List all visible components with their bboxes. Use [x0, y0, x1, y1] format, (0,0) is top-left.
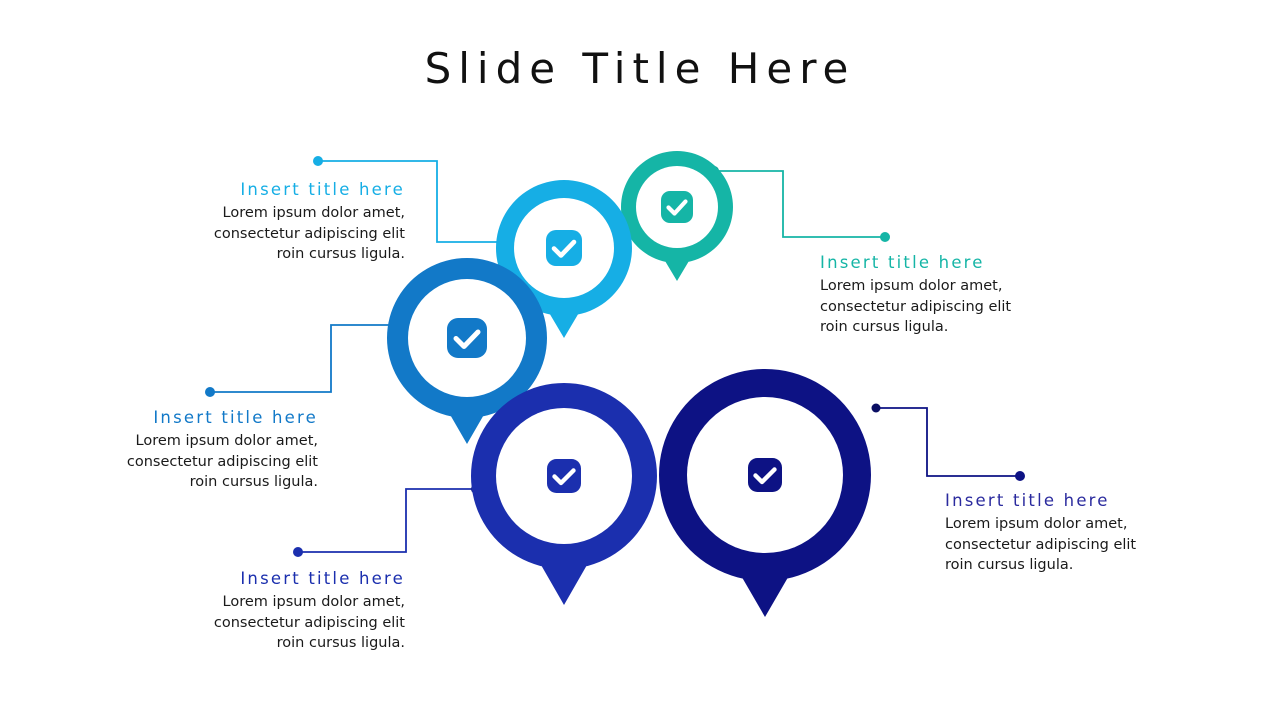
- info-body-line: roin cursus ligula.: [276, 635, 405, 651]
- info-body-line: Lorem ipsum dolor amet,: [820, 278, 1003, 294]
- info-body-right-upper: Lorem ipsum dolor amet, consectetur adip…: [820, 276, 1060, 338]
- check-badge-icon: [748, 458, 782, 492]
- info-body-bottom-left: Lorem ipsum dolor amet, consectetur adip…: [175, 592, 405, 654]
- check-badge-icon: [546, 230, 582, 266]
- connector-royal-blue: [293, 484, 481, 557]
- info-body-line: consectetur adipiscing elit: [945, 536, 1137, 553]
- info-body-left-middle: Lorem ipsum dolor amet, consectetur adip…: [105, 431, 318, 493]
- info-body-line: consectetur adipiscing elit: [213, 614, 405, 631]
- info-body-bottom-right: Lorem ipsum dolor amet, consectetur adip…: [945, 514, 1185, 576]
- connector-medium-blue: [205, 320, 402, 397]
- info-body-line: Lorem ipsum dolor amet,: [222, 205, 405, 221]
- info-title-bottom-left: Insert title here: [240, 569, 405, 588]
- info-body-line: roin cursus ligula.: [945, 557, 1074, 573]
- info-body-line: consectetur adipiscing elit: [213, 225, 405, 242]
- info-title-right-upper: Insert title here: [820, 253, 985, 272]
- info-body-line: roin cursus ligula.: [189, 474, 318, 490]
- check-badge-icon: [547, 459, 581, 493]
- info-block-left-middle: Insert title here Lorem ipsum dolor amet…: [105, 408, 318, 493]
- info-body-line: Lorem ipsum dolor amet,: [222, 594, 405, 610]
- info-title-bottom-right: Insert title here: [945, 491, 1110, 510]
- info-body-line: roin cursus ligula.: [276, 246, 405, 262]
- info-body-line: Lorem ipsum dolor amet,: [135, 433, 318, 449]
- info-block-top-left: Insert title here Lorem ipsum dolor amet…: [175, 180, 405, 265]
- pin-royal-blue[interactable]: [470, 383, 657, 605]
- connector-teal: [709, 166, 890, 242]
- info-title-left-middle: Insert title here: [153, 408, 318, 427]
- info-body-line: roin cursus ligula.: [820, 319, 949, 335]
- check-badge-icon: [447, 318, 487, 358]
- check-badge-icon: [661, 191, 693, 223]
- connector-navy: [871, 403, 1025, 481]
- info-block-bottom-left: Insert title here Lorem ipsum dolor amet…: [175, 569, 405, 654]
- page-title: Slide Title Here: [424, 44, 856, 93]
- info-body-line: consectetur adipiscing elit: [820, 298, 1012, 315]
- pin-navy[interactable]: [658, 369, 871, 617]
- info-block-bottom-right: Insert title here Lorem ipsum dolor amet…: [945, 491, 1185, 576]
- info-title-top-left: Insert title here: [240, 180, 405, 199]
- info-block-right-upper: Insert title here Lorem ipsum dolor amet…: [820, 253, 1060, 338]
- pin-teal[interactable]: [620, 151, 733, 281]
- info-body-line: Lorem ipsum dolor amet,: [945, 516, 1128, 532]
- info-body-top-left: Lorem ipsum dolor amet, consectetur adip…: [175, 203, 405, 265]
- pin-medium-blue[interactable]: [386, 258, 547, 444]
- info-body-line: consectetur adipiscing elit: [126, 453, 318, 470]
- pin-light-blue[interactable]: [495, 180, 632, 338]
